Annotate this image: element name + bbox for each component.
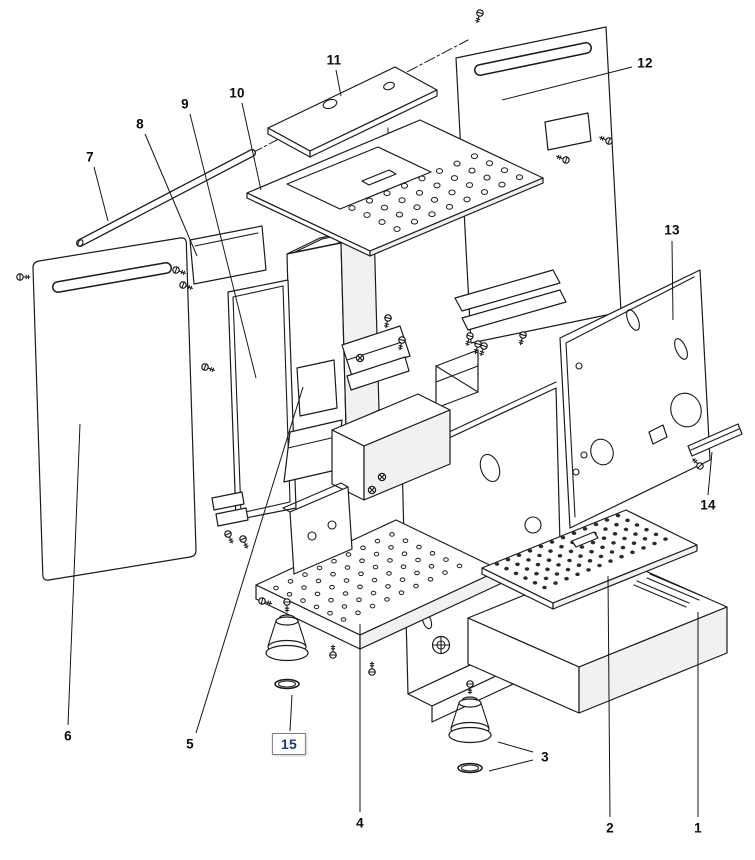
callout-14: 14 [700,497,716,513]
callout-3: 3 [541,749,549,765]
callout-8: 8 [136,116,144,132]
callout-9: 9 [181,96,189,112]
callout-1: 1 [694,820,702,836]
leader-lines [67,66,713,818]
corner-gusset [435,349,479,409]
part-6-left-side-panel [32,237,197,581]
cross-rails [454,269,567,331]
lower-chute [283,419,343,483]
part-7-support-rod [76,149,256,247]
callout-15-highlighted: 15 [271,733,307,755]
callout-11: 11 [326,52,342,68]
part-10-top-frame [246,119,544,257]
part-2-drip-grate [481,509,698,610]
callout-4: 4 [356,815,364,831]
part-4-bottom-panel [255,482,501,650]
callout-5: 5 [186,736,194,752]
callout-12: 12 [637,55,653,71]
part-1-base [467,557,728,714]
part-14-mounting-bracket [687,423,743,457]
angled-bracket [341,325,411,391]
callout-7: 7 [86,149,94,165]
part-5-inner-column [286,226,380,438]
callout-6: 6 [64,728,72,744]
callout-2: 2 [606,820,614,836]
callout-13: 13 [664,222,680,238]
part-13-rear-panel [559,269,711,529]
part-9-inner-side-panel [211,279,297,527]
part-8-mounting-plate [189,225,267,285]
callout-10: 10 [229,85,245,101]
part-11-top-lid [267,66,438,158]
